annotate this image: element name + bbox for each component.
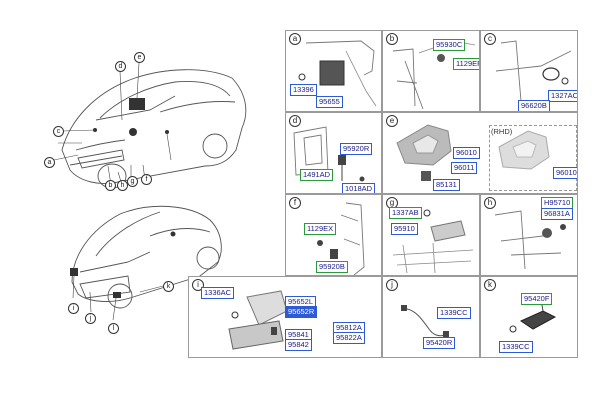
car-front-view bbox=[61, 69, 247, 189]
panel-g-drawing bbox=[392, 209, 474, 274]
panel-d: d 95920R 1491AD 1018AD bbox=[285, 112, 382, 194]
car-rear-view bbox=[71, 205, 222, 309]
panel-f-drawing bbox=[317, 202, 365, 275]
panel-f: f 1129EX 95920B bbox=[285, 194, 382, 276]
panel-e: e (RHD) 96010 96011 85131 96010 bbox=[382, 112, 578, 194]
panel-h: h H95710 96831A bbox=[480, 194, 578, 276]
panel-k: k 95420F 1339CC bbox=[480, 276, 578, 358]
part-95420R[interactable]: 95420R bbox=[423, 337, 456, 349]
panel-b: b 95930C 1129EF bbox=[382, 30, 480, 112]
callout-g[interactable]: g bbox=[127, 176, 138, 187]
panel-a-drawing bbox=[298, 40, 377, 107]
part-96620B[interactable]: 96620B bbox=[518, 100, 550, 111]
panel-j-drawing bbox=[401, 305, 449, 337]
part-95652R-highlighted[interactable]: 95652R bbox=[285, 306, 318, 318]
part-1129EX[interactable]: 1129EX bbox=[304, 223, 337, 235]
panel-c-label: c bbox=[484, 33, 496, 45]
callout-k[interactable]: k bbox=[163, 281, 174, 292]
part-96010-rhd[interactable]: 96010 bbox=[553, 167, 577, 179]
part-1336AC[interactable]: 1336AC bbox=[201, 287, 235, 299]
rhd-variant-box bbox=[489, 125, 577, 191]
panel-c-drawing bbox=[495, 40, 572, 102]
part-95920R[interactable]: 95920R bbox=[340, 143, 373, 155]
part-95842[interactable]: 95842 bbox=[285, 339, 312, 351]
panel-c: c 1327AC 96620B bbox=[480, 30, 578, 112]
part-1337AB[interactable]: 1337AB bbox=[389, 207, 422, 219]
part-95420F[interactable]: 95420F bbox=[521, 293, 553, 305]
part-95910[interactable]: 95910 bbox=[391, 223, 418, 235]
panel-j-label: j bbox=[386, 279, 398, 291]
callout-f[interactable]: f bbox=[141, 174, 152, 185]
part-95655[interactable]: 95655 bbox=[316, 96, 343, 108]
panel-j: j 1339CC 95420R bbox=[382, 276, 480, 358]
panel-a-label: a bbox=[289, 33, 301, 45]
callout-b[interactable]: b bbox=[105, 180, 116, 191]
callout-j[interactable]: j bbox=[85, 313, 96, 324]
panel-g: g 1337AB 95910 bbox=[382, 194, 480, 276]
callout-d[interactable]: d bbox=[115, 61, 126, 72]
part-95920B[interactable]: 95920B bbox=[316, 261, 348, 273]
panel-f-label: f bbox=[289, 197, 301, 209]
part-1339CC-k[interactable]: 1339CC bbox=[499, 341, 533, 353]
part-1129EF[interactable]: 1129EF bbox=[453, 58, 479, 70]
callout-i[interactable]: i bbox=[68, 303, 79, 314]
part-85131[interactable]: 85131 bbox=[433, 179, 460, 191]
panel-d-label: d bbox=[289, 115, 301, 127]
panel-e-drawing bbox=[396, 124, 550, 181]
rhd-label: (RHD) bbox=[491, 127, 513, 136]
part-1018AD[interactable]: 1018AD bbox=[342, 183, 376, 193]
callout-a[interactable]: a bbox=[44, 157, 55, 168]
panel-b-label: b bbox=[386, 33, 398, 45]
callout-l[interactable]: l bbox=[108, 323, 119, 334]
part-e-marker bbox=[129, 98, 145, 110]
callout-e[interactable]: e bbox=[134, 52, 145, 63]
part-96831A[interactable]: 96831A bbox=[541, 208, 573, 220]
part-1339CC-j[interactable]: 1339CC bbox=[437, 307, 471, 319]
callout-h[interactable]: h bbox=[117, 180, 128, 191]
panel-b-drawing bbox=[392, 40, 476, 110]
part-1491AD[interactable]: 1491AD bbox=[300, 169, 334, 181]
panel-k-drawing bbox=[509, 298, 557, 333]
panel-a: a 13396 95655 bbox=[285, 30, 382, 112]
part-13396[interactable]: 13396 bbox=[290, 84, 317, 96]
part-95930C[interactable]: 95930C bbox=[433, 39, 466, 51]
panel-i: i 1336AC 95652L 95652R 95841 95842 95812… bbox=[188, 276, 382, 358]
panel-e-label: e bbox=[386, 115, 398, 127]
part-96011[interactable]: 96011 bbox=[451, 162, 478, 174]
part-96010[interactable]: 96010 bbox=[453, 147, 480, 159]
callout-c[interactable]: c bbox=[53, 126, 64, 137]
panel-k-label: k bbox=[484, 279, 496, 291]
part-1327AC[interactable]: 1327AC bbox=[548, 90, 577, 102]
part-95822A[interactable]: 95822A bbox=[333, 332, 365, 344]
panel-h-drawing bbox=[494, 210, 566, 270]
panel-h-label: h bbox=[484, 197, 496, 209]
